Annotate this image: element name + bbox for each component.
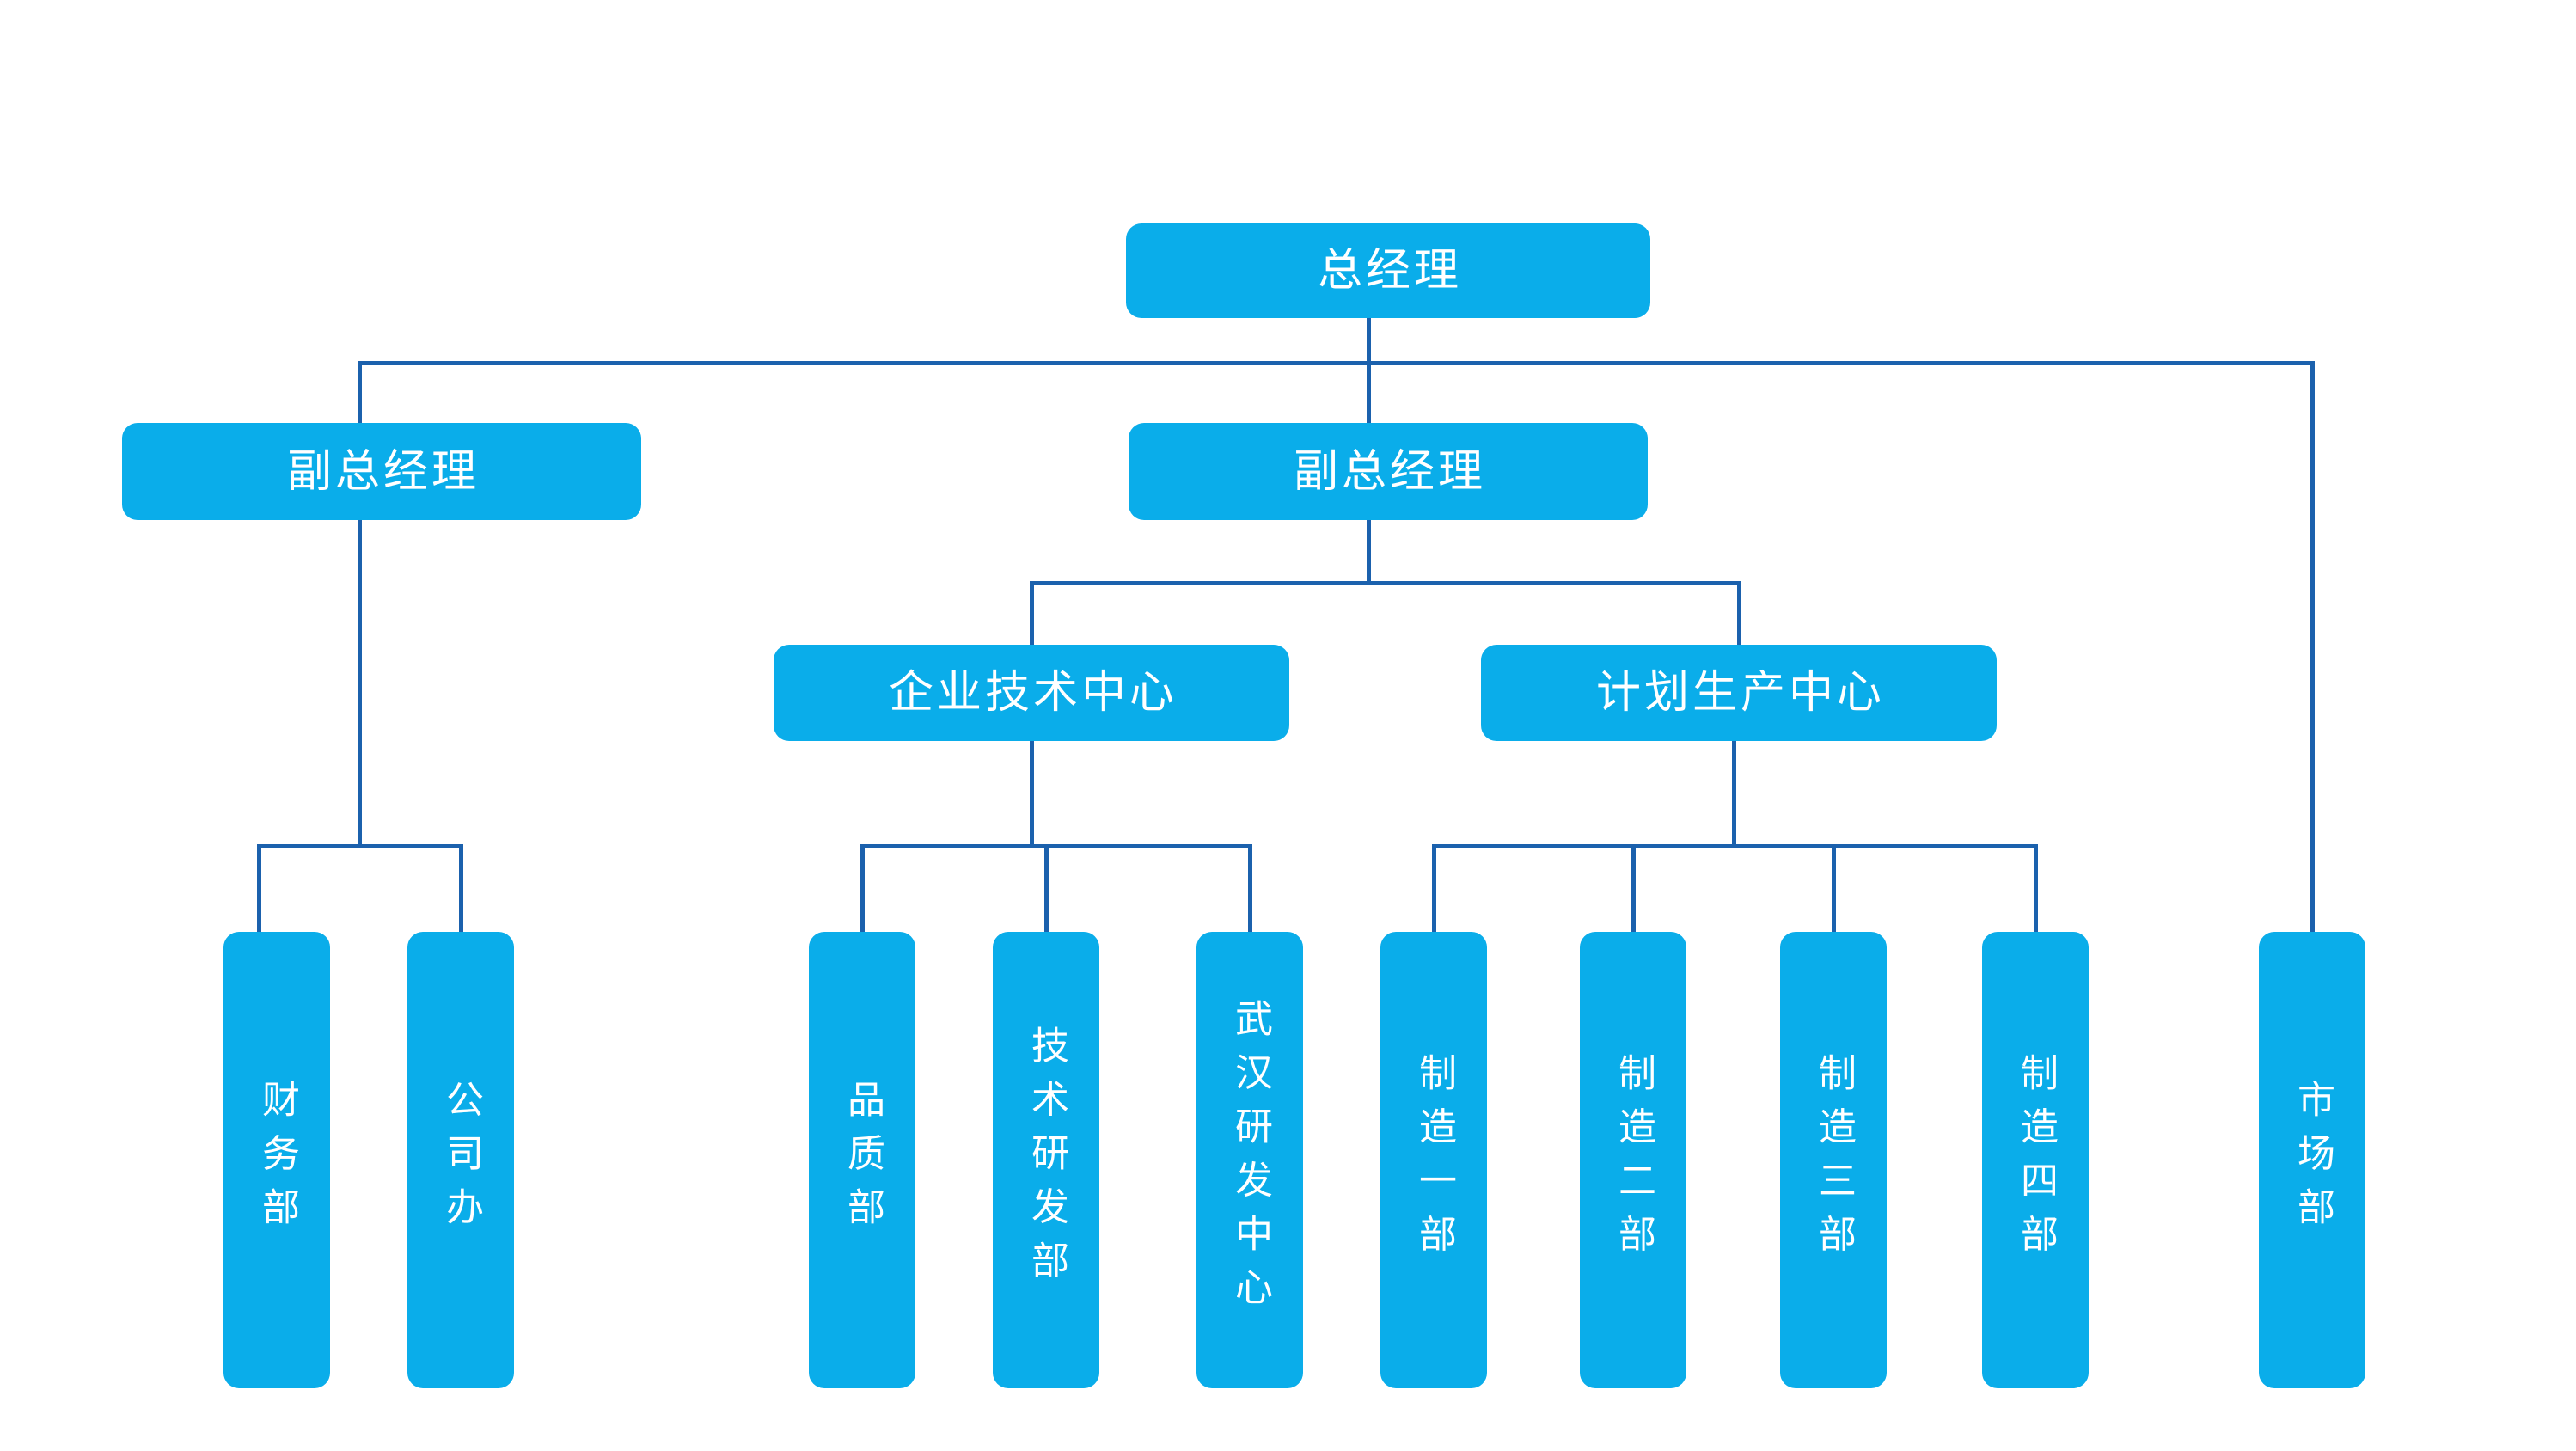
connector-drop-office bbox=[458, 846, 463, 932]
node-mfg-1: 制造一部 bbox=[1380, 932, 1487, 1388]
node-label-mfg-2: 制造二部 bbox=[1612, 1052, 1655, 1268]
node-label-mfg-4: 制造四部 bbox=[2015, 1052, 2057, 1268]
connector-drop-tech-center bbox=[1029, 583, 1034, 645]
node-label-mfg-1: 制造一部 bbox=[1413, 1052, 1455, 1268]
node-label-finance: 财务部 bbox=[256, 1079, 298, 1241]
node-finance: 财务部 bbox=[223, 932, 330, 1388]
node-vgm-right: 副总经理 bbox=[1129, 423, 1648, 520]
connector-vgm-right-stem bbox=[1366, 520, 1371, 585]
connector-drop-vgm-right bbox=[1366, 363, 1371, 423]
node-vgm-left: 副总经理 bbox=[122, 423, 641, 520]
connector-drop-finance bbox=[256, 846, 261, 932]
node-label-prod-center: 计划生产中心 bbox=[1595, 668, 1885, 718]
node-label-vgm-left: 副总经理 bbox=[286, 446, 480, 497]
node-label-office: 公司办 bbox=[440, 1079, 482, 1241]
node-wuhan-rd: 武汉研发中心 bbox=[1196, 932, 1303, 1388]
connector-prod-center-stem bbox=[1731, 741, 1736, 848]
connector-tech-center-bus bbox=[860, 843, 1252, 848]
node-label-market: 市场部 bbox=[2291, 1079, 2334, 1241]
node-market: 市场部 bbox=[2259, 932, 2365, 1388]
connector-prod-center-bus bbox=[1431, 843, 2038, 848]
connector-gm-bus bbox=[357, 360, 2315, 365]
connector-drop-vgm-left bbox=[357, 363, 362, 423]
connector-drop-mfg-4 bbox=[2033, 846, 2038, 932]
node-label-vgm-right: 副总经理 bbox=[1293, 446, 1486, 497]
node-label-quality: 品质部 bbox=[841, 1079, 884, 1241]
node-quality: 品质部 bbox=[809, 932, 915, 1388]
connector-vgm-right-bus bbox=[1029, 580, 1741, 585]
node-label-wuhan-rd: 武汉研发中心 bbox=[1229, 999, 1271, 1321]
node-office: 公司办 bbox=[407, 932, 514, 1388]
node-tech-center: 企业技术中心 bbox=[774, 645, 1289, 741]
connector-drop-tech-rd bbox=[1043, 846, 1049, 932]
node-mfg-4: 制造四部 bbox=[1982, 932, 2089, 1388]
connector-drop-prod-center bbox=[1736, 583, 1741, 645]
node-gm: 总经理 bbox=[1126, 223, 1650, 318]
node-label-tech-rd: 技术研发部 bbox=[1025, 1025, 1068, 1295]
connector-drop-mfg-1 bbox=[1431, 846, 1436, 932]
node-label-tech-center: 企业技术中心 bbox=[888, 668, 1178, 718]
connector-drop-mfg-3 bbox=[1831, 846, 1836, 932]
node-prod-center: 计划生产中心 bbox=[1481, 645, 1997, 741]
connector-tech-center-stem bbox=[1029, 741, 1034, 848]
connector-drop-mfg-2 bbox=[1631, 846, 1636, 932]
node-mfg-3: 制造三部 bbox=[1780, 932, 1887, 1388]
node-label-mfg-3: 制造三部 bbox=[1813, 1052, 1855, 1268]
connector-drop-quality bbox=[860, 846, 865, 932]
connector-drop-market bbox=[2310, 363, 2315, 932]
node-tech-rd: 技术研发部 bbox=[993, 932, 1099, 1388]
connector-gm-stem bbox=[1366, 318, 1371, 364]
connector-drop-wuhan-rd bbox=[1247, 846, 1252, 932]
node-label-gm: 总经理 bbox=[1317, 246, 1462, 296]
connector-vgm-left-stem bbox=[357, 520, 362, 848]
node-mfg-2: 制造二部 bbox=[1580, 932, 1686, 1388]
connector-vgm-left-bus bbox=[256, 843, 463, 848]
